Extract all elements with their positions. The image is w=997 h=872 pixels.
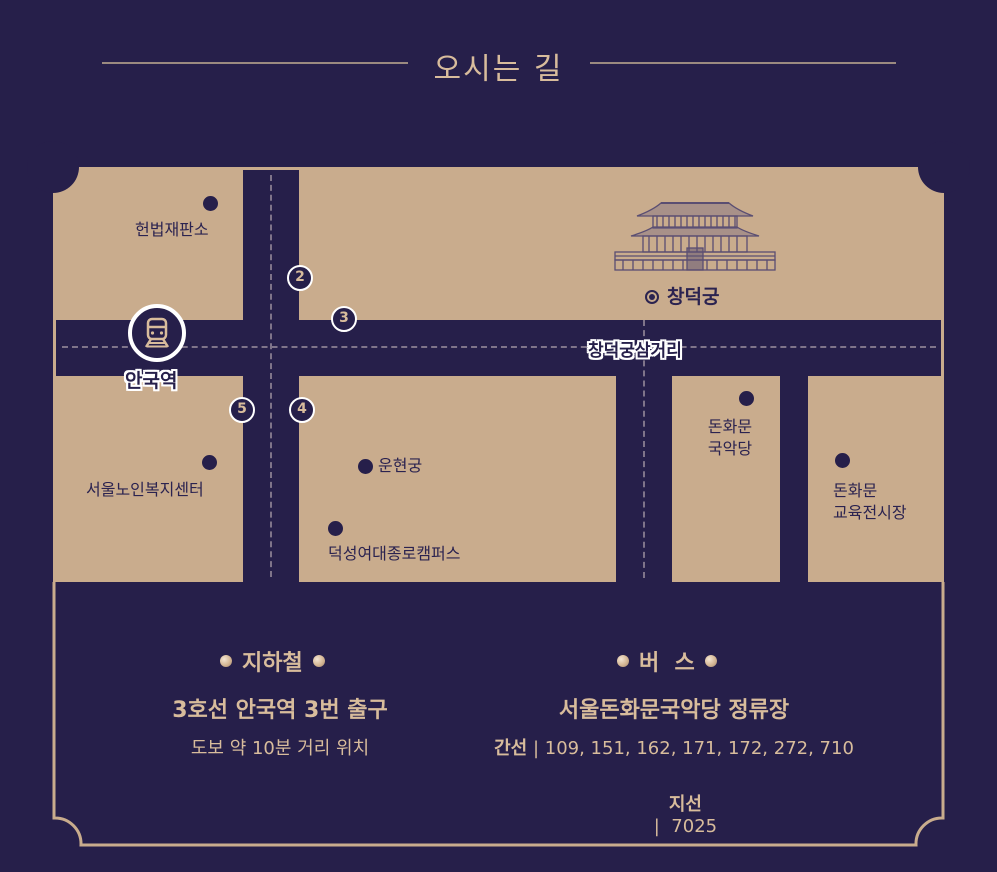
poi-dot-senior-center [202, 455, 217, 470]
poi-label-duksung-campus: 덕성여대종로캠퍼스 [328, 544, 461, 563]
poi-dot-unhyeongung [358, 459, 373, 474]
bus-branch-label: 지선 [668, 794, 702, 815]
road-vertical-east [780, 376, 808, 582]
bus-trunk-label: 간선 [494, 738, 528, 759]
subway-heading-label: 지하철 [242, 651, 303, 676]
subway-heading: 지하철 [220, 645, 325, 677]
bullet-icon [220, 655, 232, 667]
palace-icon [614, 202, 776, 271]
title-divider-left [102, 62, 408, 64]
subway-train-icon [144, 317, 170, 348]
road-centerline-horizontal [62, 346, 936, 348]
exit-marker-2[interactable]: 2 [287, 265, 313, 291]
anguk-station-marker[interactable] [128, 304, 186, 362]
poi-dot-duksung-campus [328, 521, 343, 536]
poi-label-gugakdang: 돈화문 국악당 [700, 416, 760, 460]
poi-label-constitutional-court: 헌법재판소 [135, 220, 209, 239]
bus-branch-values: | 7025 [653, 816, 718, 837]
poi-dot-constitutional-court [203, 196, 218, 211]
exit-marker-3[interactable]: 3 [331, 306, 357, 332]
road-horizontal [56, 320, 941, 376]
poi-label-exhibition-hall-line1: 돈화문 [833, 481, 878, 500]
poi-label-gugakdang-line2: 국악당 [707, 439, 753, 458]
target-icon [645, 290, 659, 304]
exit-marker-4[interactable]: 4 [289, 397, 315, 423]
bus-trunk-routes: 간선 | 109, 151, 162, 171, 172, 272, 710 [474, 734, 874, 760]
road-centerline-vertical-donhwamun [643, 320, 645, 578]
poi-label-exhibition-hall-line2: 교육전시장 [833, 503, 907, 522]
map-corner-notch-tl [27, 141, 79, 193]
page-title: 오시는 길 [433, 52, 564, 87]
landmark-changdeokgung[interactable]: 창덕궁 [645, 282, 719, 309]
bus-heading-label: 버 스 [639, 651, 695, 676]
exit-marker-5[interactable]: 5 [229, 397, 255, 423]
bus-heading: 버 스 [617, 645, 717, 677]
station-label: 안국역 [125, 370, 178, 392]
poi-label-gugakdang-line1: 돈화문 [707, 417, 753, 436]
subway-exit-info: 3호선 안국역 3번 출구 [172, 698, 388, 723]
poi-dot-gugakdang [739, 391, 754, 406]
title-divider-right [590, 62, 896, 64]
subway-walk-info: 도보 약 10분 거리 위치 [190, 738, 370, 759]
poi-label-exhibition-hall: 돈화문 교육전시장 [833, 480, 907, 524]
bullet-icon [617, 655, 629, 667]
landmark-label: 창덕궁 [667, 286, 720, 308]
bus-branch-routes: 지선 | 7025 [574, 769, 774, 858]
bullet-icon [704, 655, 717, 667]
map-corner-notch-tr [918, 141, 970, 193]
poi-dot-exhibition-hall [835, 453, 850, 468]
bus-trunk-values: | 109, 151, 162, 171, 172, 272, 710 [532, 738, 854, 759]
poi-label-unhyeongung: 운현궁 [378, 456, 423, 475]
bullet-icon [312, 655, 325, 667]
road-centerline-vertical-anguk [270, 175, 272, 577]
intersection-label: 창덕궁삼거리 [588, 341, 682, 361]
poi-label-senior-center: 서울노인복지센터 [86, 480, 204, 499]
bus-stop-name: 서울돈화문국악당 정류장 [558, 698, 790, 723]
